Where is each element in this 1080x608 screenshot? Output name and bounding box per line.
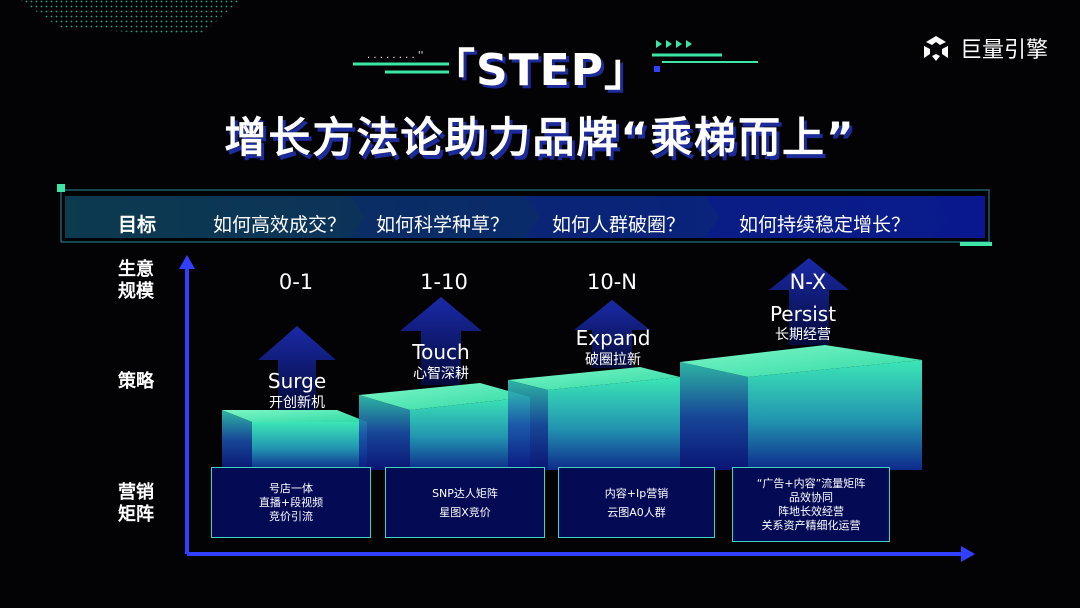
stage-name-cn-3: 破圈拉新 (585, 352, 641, 368)
title-line-1: 「STEP」 (430, 45, 649, 96)
goal-item-3: 如何人群破圈？ (552, 214, 686, 236)
svg-text:. . . . . . . . '': . . . . . . . . '' (367, 50, 423, 61)
stage-block-2 (359, 383, 530, 470)
stage-name-en-2: Touch (412, 340, 470, 364)
matrix-box-1-line-1: 号店一体 (269, 481, 313, 495)
stage-block-4 (680, 345, 922, 470)
axis-label-scale-line1: 生意 (118, 259, 154, 280)
matrix-box-4-line-3: 阵地长效经营 (778, 504, 844, 518)
stage-name-en-4: Persist (769, 302, 837, 326)
stage-number-1: 0-1 (278, 270, 314, 294)
matrix-box-2: SNP达人矩阵 星图X竞价 (385, 467, 545, 538)
x-axis-arrow-icon (961, 546, 975, 562)
matrix-box-1-line-3: 竞价引流 (269, 509, 313, 523)
axes (179, 255, 975, 562)
stage-block-1 (222, 410, 367, 470)
matrix-box-3-line-1: 内容+Ip营销 (604, 486, 669, 500)
matrix-box-4-line-4: 关系资产精细化运营 (761, 518, 861, 532)
goal-item-2: 如何科学种草？ (376, 214, 510, 236)
stage-number-2: 1-10 (420, 270, 468, 294)
brand-name: 巨量引擎 (959, 38, 1048, 63)
axis-label-matrix-line2: 矩阵 (118, 504, 154, 525)
stage-number-4: N-X (789, 270, 827, 294)
title-line-2: 增长方法论助力品牌“乘梯而上” (224, 113, 856, 162)
axis-label-matrix-line1: 营销 (118, 482, 154, 503)
matrix-box-2-line-1: SNP达人矩阵 (432, 486, 498, 500)
y-axis-arrow-icon (179, 255, 195, 269)
matrix-box-3: 内容+Ip营销 云图A0人群 (558, 467, 715, 538)
brand-logo: 巨量引擎 (920, 32, 1048, 64)
axis-label-scale-line2: 规模 (118, 281, 154, 302)
stage-arrow-1 (258, 326, 336, 410)
matrix-box-4-line-2: 品效协同 (789, 490, 833, 504)
matrix-box-4: “广告+内容”流量矩阵 品效协同 阵地长效经营 关系资产精细化运营 (732, 467, 890, 542)
dot-pattern-decoration (20, 0, 240, 36)
title-left-decoration: . . . . . . . . '' (353, 50, 449, 74)
goal-item-4: 如何持续稳定增长？ (739, 214, 911, 236)
stage-arrow-4 (769, 258, 849, 345)
stage-name-en-3: Expand (575, 326, 651, 350)
stage-name-en-1: Surge (267, 369, 327, 393)
axis-label-matrix: 营销 矩阵 (118, 482, 154, 526)
stage-number-3: 10-N (586, 270, 637, 294)
stage-name-cn-1: 开创新机 (269, 395, 325, 411)
matrix-box-1-line-2: 直播+段视频 (258, 495, 324, 509)
matrix-box-4-line-1: “广告+内容”流量矩阵 (756, 476, 866, 490)
stage-arrow-3 (574, 300, 650, 368)
goal-label: 目标 (118, 214, 157, 236)
stage-name-cn-4: 长期经营 (775, 327, 831, 343)
goal-bar (57, 184, 992, 246)
title-right-decoration (652, 40, 758, 72)
matrix-box-1: 号店一体 直播+段视频 竞价引流 (211, 467, 371, 538)
stage-block-3 (508, 367, 680, 470)
matrix-box-3-line-2: 云图A0人群 (607, 505, 666, 519)
goal-item-1: 如何高效成交？ (213, 214, 347, 236)
matrix-box-2-line-2: 星图X竞价 (439, 505, 491, 519)
stage-name-cn-2: 心智深耕 (413, 366, 469, 382)
axis-label-scale: 生意 规模 (118, 259, 154, 303)
ocean-engine-logo-icon (923, 36, 948, 61)
axis-label-strategy: 策略 (118, 371, 154, 392)
stage-arrow-2 (400, 297, 482, 385)
